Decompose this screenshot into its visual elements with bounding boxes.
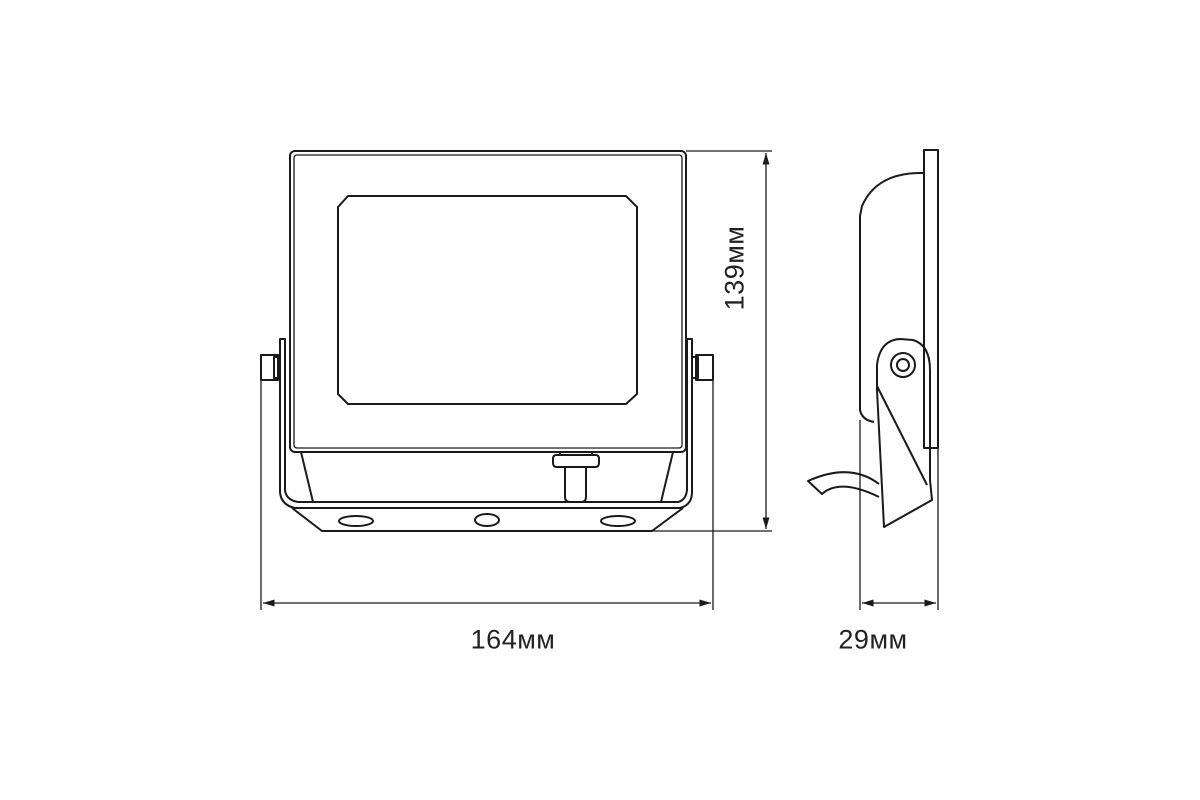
pivot-inner <box>896 358 910 372</box>
depth-dimension-label: 29мм <box>838 624 908 655</box>
front-view <box>260 150 714 532</box>
pivot-outer <box>890 352 916 378</box>
mount-slot-left <box>338 515 374 527</box>
frame-inner <box>293 154 683 449</box>
side-bracket <box>876 338 933 528</box>
dimension-lines <box>260 150 939 610</box>
bolt-left <box>260 354 279 381</box>
width-dimension-label: 164мм <box>470 624 556 655</box>
cable <box>807 471 880 498</box>
mount-plate <box>291 507 684 532</box>
lens <box>337 195 638 405</box>
frame-outer <box>289 150 687 453</box>
bolt-right <box>695 354 714 381</box>
mount-slot-right <box>600 515 636 527</box>
side-view <box>807 149 939 528</box>
cable-gland <box>552 449 600 503</box>
height-dimension-label: 139мм <box>719 225 750 311</box>
mount-hole-center <box>474 513 500 527</box>
housing-side <box>859 172 924 423</box>
